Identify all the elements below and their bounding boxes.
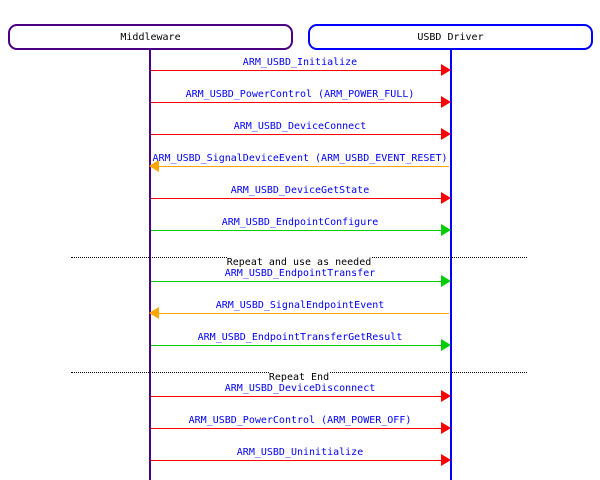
message-row: ARM_USBD_DeviceGetState [150, 183, 451, 204]
message-arrow-line [151, 134, 449, 135]
message-label-link[interactable]: ARM_USBD_DeviceGetState [230, 185, 370, 196]
message-label-link[interactable]: ARM_USBD_DeviceDisconnect [224, 383, 376, 394]
arrowhead-left-icon [149, 307, 159, 319]
message-arrow-line [151, 428, 449, 429]
message-arrow-line [151, 166, 449, 167]
message-label-link[interactable]: ARM_USBD_DeviceConnect [233, 121, 367, 132]
message-row: ARM_USBD_EndpointTransfer [150, 266, 451, 287]
arrowhead-right-icon [441, 96, 451, 108]
participant-label-usbd-driver: USBD Driver [417, 31, 484, 43]
arrowhead-right-icon [441, 192, 451, 204]
lifeline-usbd-driver [450, 50, 452, 480]
message-label-link[interactable]: ARM_USBD_Initialize [242, 57, 358, 68]
repeat-divider: Repeat End [71, 365, 527, 385]
arrowhead-right-icon [441, 422, 451, 434]
lifeline-middleware [149, 50, 151, 480]
message-row: ARM_USBD_EndpointTransferGetResult [150, 330, 451, 351]
message-label-link[interactable]: ARM_USBD_EndpointTransferGetResult [197, 332, 403, 343]
arrowhead-right-icon [441, 275, 451, 287]
arrowhead-right-icon [441, 128, 451, 140]
message-label-link[interactable]: ARM_USBD_EndpointTransfer [224, 268, 376, 279]
message-arrow-line [151, 70, 449, 71]
repeat-divider: Repeat and use as needed [71, 250, 527, 270]
message-arrow-line [151, 460, 449, 461]
message-arrow-line [151, 198, 449, 199]
message-arrow-line [151, 102, 449, 103]
arrowhead-right-icon [441, 454, 451, 466]
message-label-link[interactable]: ARM_USBD_SignalEndpointEvent [215, 300, 385, 311]
message-arrow-line [151, 313, 449, 314]
message-label-link[interactable]: ARM_USBD_Uninitialize [236, 447, 364, 458]
divider-label: Repeat End [268, 371, 330, 385]
arrowhead-right-icon [441, 339, 451, 351]
message-row: ARM_USBD_SignalDeviceEvent (ARM_USBD_EVE… [149, 151, 450, 172]
message-row: ARM_USBD_SignalEndpointEvent [149, 298, 450, 319]
message-row: ARM_USBD_PowerControl (ARM_POWER_OFF) [150, 413, 451, 434]
message-label-link[interactable]: ARM_USBD_PowerControl (ARM_POWER_FULL) [185, 89, 415, 100]
message-arrow-line [151, 396, 449, 397]
message-row: ARM_USBD_DeviceConnect [150, 119, 451, 140]
arrowhead-right-icon [441, 64, 451, 76]
message-row: ARM_USBD_EndpointConfigure [150, 215, 451, 236]
message-label-link[interactable]: ARM_USBD_SignalDeviceEvent (ARM_USBD_EVE… [152, 153, 448, 164]
divider-label: Repeat and use as needed [226, 256, 372, 270]
message-row: ARM_USBD_PowerControl (ARM_POWER_FULL) [150, 87, 451, 108]
message-arrow-line [151, 345, 449, 346]
message-label-link[interactable]: ARM_USBD_EndpointConfigure [221, 217, 379, 228]
participant-box-middleware: Middleware [8, 24, 293, 50]
message-row: ARM_USBD_Uninitialize [150, 445, 451, 466]
message-row: ARM_USBD_Initialize [150, 55, 451, 76]
arrowhead-right-icon [441, 224, 451, 236]
participant-box-usbd-driver: USBD Driver [308, 24, 593, 50]
arrowhead-left-icon [149, 160, 159, 172]
message-arrow-line [151, 281, 449, 282]
message-row: ARM_USBD_DeviceDisconnect [150, 381, 451, 402]
message-arrow-line [151, 230, 449, 231]
arrowhead-right-icon [441, 390, 451, 402]
participant-label-middleware: Middleware [120, 31, 181, 43]
message-label-link[interactable]: ARM_USBD_PowerControl (ARM_POWER_OFF) [188, 415, 412, 426]
